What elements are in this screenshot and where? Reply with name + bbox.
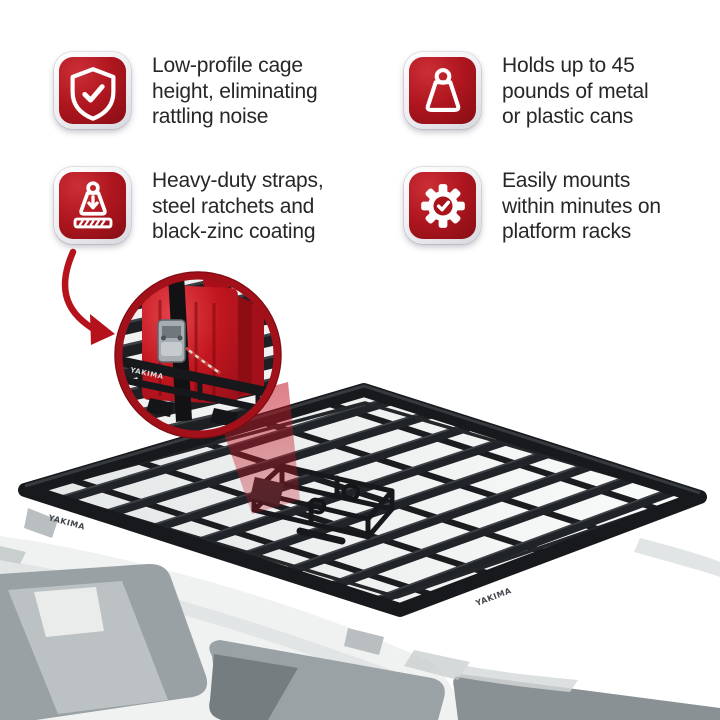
- icon-tile: [54, 52, 131, 129]
- feature-line: Easily mounts: [502, 169, 631, 192]
- gear-check-icon: [420, 183, 465, 228]
- shield-check-icon: [70, 66, 115, 121]
- feature-line: rattling noise: [152, 105, 269, 128]
- icon-tile: [404, 52, 481, 129]
- feature-line: steel ratchets and: [152, 194, 315, 218]
- callout-arrow: [61, 248, 115, 345]
- feature-callout-mounting: Easily mounts within minutes on platform…: [404, 167, 661, 245]
- feature-callout-cage-height: Low-profile cage height, eliminating rat…: [54, 52, 318, 130]
- feature-line: or plastic cans: [502, 105, 634, 128]
- feature-callout-capacity: Holds up to 45 pounds of metal or plasti…: [404, 52, 649, 130]
- icon-tile-inner: [409, 57, 476, 124]
- icon-tile-inner: [409, 172, 476, 239]
- icon-tile: [404, 167, 481, 244]
- feature-line: black-zinc coating: [152, 220, 316, 243]
- feature-callout-straps: Heavy-duty straps, steel ratchets and bl…: [54, 167, 324, 245]
- ratchet-strap: [157, 276, 221, 422]
- magnifier-circle: YAKIMA: [114, 271, 282, 439]
- feature-text: Heavy-duty straps, steel ratchets and bl…: [152, 168, 324, 245]
- feature-text: Holds up to 45 pounds of metal or plasti…: [502, 53, 649, 130]
- feature-line: Heavy-duty straps,: [152, 169, 324, 192]
- feature-line: Holds up to 45: [502, 54, 635, 77]
- vehicle: [0, 508, 720, 720]
- icon-tile-inner: [59, 57, 126, 124]
- weight-icon: [425, 67, 460, 112]
- feature-line: height, eliminating: [152, 79, 318, 103]
- icon-tile: [54, 167, 131, 244]
- feature-text: Low-profile cage height, eliminating rat…: [152, 53, 318, 130]
- feature-line: pounds of metal: [502, 79, 649, 103]
- feature-line: Low-profile cage: [152, 54, 303, 77]
- rack-brand-embossed: YAKIMA: [474, 586, 514, 608]
- strapped-weight-icon: [73, 180, 112, 228]
- feature-line: platform racks: [502, 220, 632, 243]
- feature-line: within minutes on: [502, 194, 661, 218]
- feature-text: Easily mounts within minutes on platform…: [502, 168, 661, 245]
- icon-tile-inner: [59, 172, 126, 239]
